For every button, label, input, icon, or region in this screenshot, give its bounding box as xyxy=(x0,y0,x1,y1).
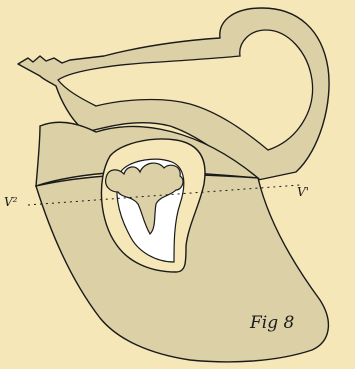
figure-caption: Fig 8 xyxy=(250,313,294,333)
label-v2: V² xyxy=(4,195,17,209)
label-v1: V' xyxy=(297,185,309,199)
